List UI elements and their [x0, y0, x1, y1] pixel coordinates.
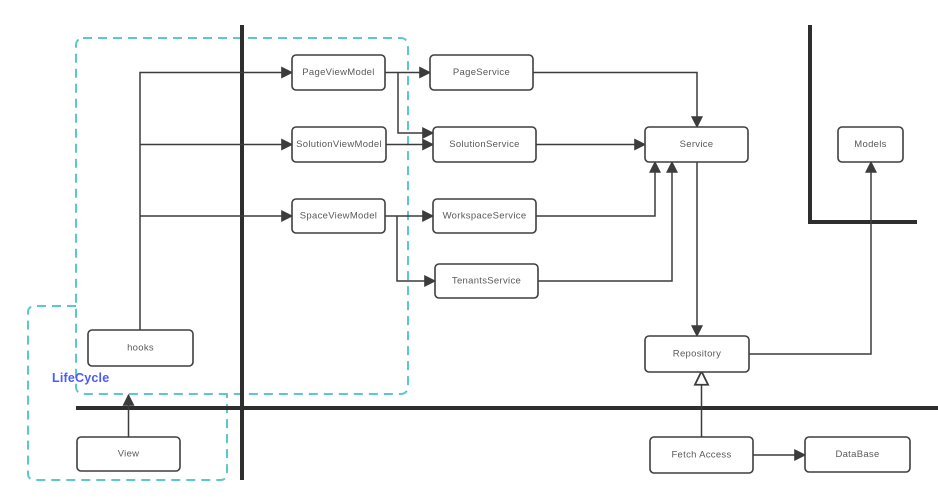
node-database[interactable]: DataBase: [804, 436, 911, 473]
node-page-view-model[interactable]: PageViewModel: [291, 54, 386, 91]
node-solution-view-model[interactable]: SolutionViewModel: [291, 126, 387, 163]
node-label: Fetch Access: [671, 450, 731, 461]
node-solution-service[interactable]: SolutionService: [432, 126, 537, 163]
node-box: [432, 126, 537, 163]
node-label: Service: [680, 139, 714, 150]
node-box: [291, 198, 386, 234]
node-box: [76, 436, 181, 472]
edge-workspaceservice-service: [536, 160, 661, 217]
edge-pageviewmodel-solutionservice: [397, 72, 435, 139]
node-label: hooks: [127, 343, 154, 354]
node-label: SolutionService: [449, 139, 520, 150]
node-label: TenantsService: [452, 276, 521, 287]
node-box: [644, 126, 749, 163]
node-box: [291, 126, 387, 163]
top-right-corner-divider: [808, 25, 917, 224]
node-box: [291, 54, 386, 91]
node-view[interactable]: View: [76, 436, 181, 472]
edge-repository-models: [749, 160, 877, 355]
node-label: PageViewModel: [302, 67, 374, 78]
node-box: [432, 198, 537, 234]
edge-spaceviewmodel-tenantsservice: [396, 216, 437, 287]
node-box: [837, 126, 904, 163]
node-box: [429, 54, 534, 91]
node-repository[interactable]: Repository: [644, 335, 750, 373]
node-label: PageService: [453, 67, 510, 78]
lifecycle-dashed-region: [27, 305, 228, 481]
node-label: Models: [854, 139, 886, 150]
node-hooks[interactable]: hooks: [87, 329, 194, 367]
node-page-service[interactable]: PageService: [429, 54, 534, 91]
node-service[interactable]: Service: [644, 126, 749, 163]
node-label: View: [118, 449, 140, 460]
node-box: [434, 263, 539, 299]
node-box: [644, 335, 750, 373]
edge-pageservice-service: [533, 71, 703, 129]
node-label: WorkspaceService: [443, 211, 527, 222]
node-label: SolutionViewModel: [296, 139, 382, 150]
node-box: [804, 436, 911, 473]
node-fetch-access[interactable]: Fetch Access: [649, 436, 754, 474]
node-space-view-model[interactable]: SpaceViewModel: [291, 198, 386, 234]
node-label: DataBase: [835, 449, 879, 460]
node-models[interactable]: Models: [837, 126, 904, 163]
node-box: [87, 329, 194, 367]
node-tenants-service[interactable]: TenantsService: [434, 263, 539, 299]
node-label: SpaceViewModel: [300, 211, 377, 222]
lifecycle-region-label: LifeCycle: [52, 371, 109, 385]
edge-hooks-pageviewmodel: [139, 66, 294, 330]
edge-tenantsservice-service: [538, 160, 678, 282]
node-box: [649, 436, 754, 474]
node-label: Repository: [673, 349, 721, 360]
node-workspace-service[interactable]: WorkspaceService: [432, 198, 537, 234]
